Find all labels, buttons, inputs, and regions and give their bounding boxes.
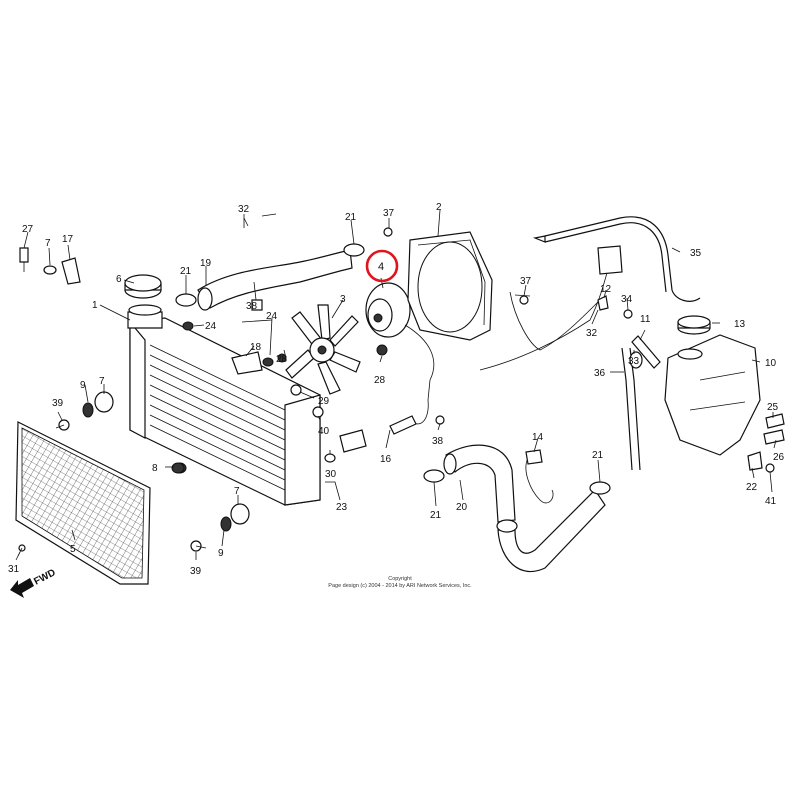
part-label-13: 13 <box>734 319 746 330</box>
part-label-30: 30 <box>325 469 337 480</box>
upper-radiator-hose <box>197 249 353 311</box>
part-label-18: 18 <box>250 342 262 353</box>
part-label-36: 36 <box>594 368 606 379</box>
hose-fitting <box>631 335 661 369</box>
part-label-32: 32 <box>586 328 598 339</box>
copyright-line-1: Copyright <box>388 576 412 582</box>
part-label-26: 26 <box>773 452 785 463</box>
siphon-hose <box>532 216 701 302</box>
wiring-harness <box>409 245 623 425</box>
part-label-7: 7 <box>45 238 51 249</box>
leader-lines <box>15 209 777 561</box>
part-label-3: 3 <box>340 294 346 305</box>
reserve-tank <box>664 334 761 456</box>
reserve-tank-cap <box>677 315 711 335</box>
part-label-29: 29 <box>318 396 330 407</box>
radiator-cap <box>124 274 162 299</box>
part-label-17: 17 <box>62 234 74 245</box>
part-label-10: 10 <box>765 358 777 369</box>
part-label-23: 23 <box>336 502 348 513</box>
part-label-16: 16 <box>380 454 392 465</box>
part-label-34: 34 <box>621 294 633 305</box>
part-label-21: 21 <box>592 450 604 461</box>
part-label-19: 19 <box>200 258 212 269</box>
copyright-notice: Copyright Page design (c) 2004 - 2014 by… <box>328 576 472 589</box>
copyright-line-2: Page design (c) 2004 - 2014 by ARI Netwo… <box>328 583 472 589</box>
part-label-41: 41 <box>765 496 777 507</box>
part-number-labels: 27 7 17 6 1 21 19 32 21 37 2 38 24 3 18 … <box>8 202 785 577</box>
part-label-24: 24 <box>266 311 278 322</box>
part-label-9: 9 <box>80 380 86 391</box>
part-label-1: 1 <box>92 300 98 311</box>
part-label-21: 21 <box>345 212 357 223</box>
part-label-37: 37 <box>520 276 532 287</box>
radiator-grille <box>15 421 151 585</box>
part-label-32: 32 <box>238 204 250 215</box>
part-label-12: 12 <box>600 284 612 295</box>
part-label-28: 28 <box>276 354 288 365</box>
part-label-14: 14 <box>532 432 544 443</box>
radiator-core <box>127 304 321 506</box>
fan-motor <box>365 282 435 401</box>
lower-radiator-hose <box>443 444 606 573</box>
part-label-28: 28 <box>374 375 386 386</box>
part-label-9: 9 <box>218 548 224 559</box>
part-label-27: 27 <box>22 224 34 235</box>
part-label-22: 22 <box>746 482 758 493</box>
part-label-33: 33 <box>628 356 640 367</box>
part-label-2: 2 <box>436 202 442 213</box>
part-label-37: 37 <box>383 208 395 219</box>
part-label-25: 25 <box>767 402 779 413</box>
part-label-20: 20 <box>456 502 468 513</box>
part-label-11: 11 <box>640 314 651 325</box>
part-label-21: 21 <box>430 510 442 521</box>
part-label-39: 39 <box>190 566 202 577</box>
part-label-38: 38 <box>432 436 444 447</box>
part-label-24: 24 <box>205 321 217 332</box>
fan-shroud <box>407 231 493 341</box>
part-label-40: 40 <box>318 426 330 437</box>
part-label-5: 5 <box>70 544 76 555</box>
highlight-circle <box>365 249 399 283</box>
part-label-6: 6 <box>116 274 122 285</box>
part-label-4: 4 <box>378 261 384 273</box>
part-label-21: 21 <box>180 266 192 277</box>
part-label-8: 8 <box>152 463 158 474</box>
part-label-31: 31 <box>8 564 20 575</box>
part-label-7: 7 <box>99 376 105 387</box>
part-label-38: 38 <box>246 301 258 312</box>
fan-blade <box>285 304 361 395</box>
part-label-39: 39 <box>52 398 64 409</box>
fwd-label: FWD <box>32 567 57 587</box>
part-label-35: 35 <box>690 248 702 259</box>
highlighted-part-callout[interactable]: 4 <box>365 249 399 283</box>
part-label-7: 7 <box>234 486 240 497</box>
